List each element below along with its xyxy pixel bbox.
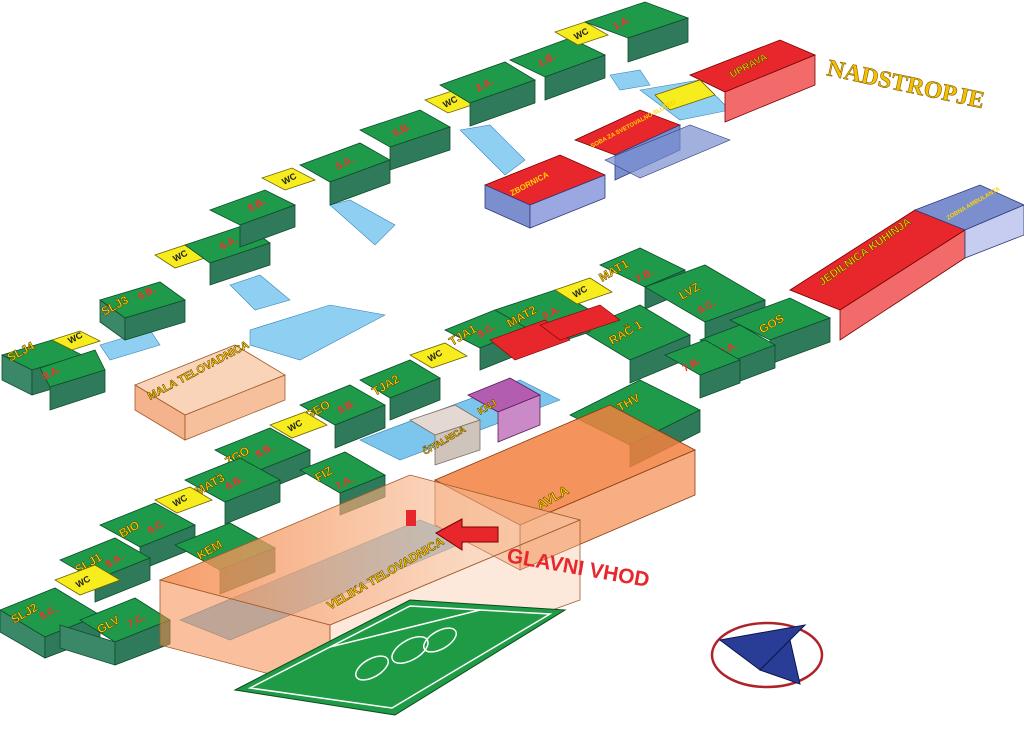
room-1b: 1.B. xyxy=(508,37,607,101)
wc-upper-1: WC xyxy=(50,330,102,351)
room-5b: 5.B. xyxy=(359,109,451,171)
room-glv: GLV 7.C. xyxy=(59,597,171,666)
room-gos: GOS xyxy=(728,297,832,365)
room-slj4: SLJ4 8.A. xyxy=(0,338,106,411)
upper-admin: UPRAVA SOBA ZA SVETOVALNO SLUŽBO ZBORNIC… xyxy=(483,39,817,229)
room-2a: 2.A. xyxy=(439,61,536,127)
room-lvz: LVZ 9.C. xyxy=(644,264,766,348)
room-7b: 7.B. xyxy=(664,339,741,399)
upper-floor: SLJ4 8.A. WC SLJ3 6.B. WC 6.A. xyxy=(0,1,987,441)
room-8b: 8.B. xyxy=(208,189,297,248)
wc-ground-4: WC xyxy=(554,277,613,305)
room-zbornica: ZBORNICA xyxy=(483,154,607,229)
room-tja2: TJA2 xyxy=(359,359,441,421)
room-slj1: SLJ1 8.A. xyxy=(59,537,151,603)
compass-north-arrow-icon xyxy=(710,621,824,689)
ground-floor: JEDILNICA KUHINJA ZOBNA AMBULANTA MAT1 7… xyxy=(0,184,1024,716)
upper-stair-yellow xyxy=(654,79,716,111)
room-uprava: UPRAVA xyxy=(689,39,817,123)
red-room-b xyxy=(539,304,621,341)
room-mat3: MAT3 6.B. xyxy=(184,457,281,525)
room-geo: GEO 9.B. xyxy=(299,384,386,449)
mala-telovadnica: MALA TELOVADNICA xyxy=(134,339,286,441)
room-5a: 5.A. xyxy=(299,142,391,206)
room-slj3: SLJ3 6.B. xyxy=(99,281,186,341)
upper-blue-hall xyxy=(604,124,731,179)
wc-ground-3: WC xyxy=(409,342,468,369)
entrance-arrow-icon xyxy=(435,518,499,551)
upper-classrooms: SLJ4 8.A. WC SLJ3 6.B. WC 6.A. xyxy=(0,1,690,411)
floor-title: NADSTROPJE xyxy=(825,55,987,114)
wc-ground-2: WC xyxy=(269,411,328,439)
wc-ground-1: WC xyxy=(154,486,213,514)
wc-upper-5: WC xyxy=(554,21,609,46)
room-knj: KNJ xyxy=(467,377,541,443)
wc-upper-3: WC xyxy=(260,167,317,191)
wc-ground-0: WC xyxy=(54,564,121,596)
entrance-marker xyxy=(406,510,416,526)
room-1a: 1.A. xyxy=(583,1,690,63)
sports-court xyxy=(233,599,567,716)
